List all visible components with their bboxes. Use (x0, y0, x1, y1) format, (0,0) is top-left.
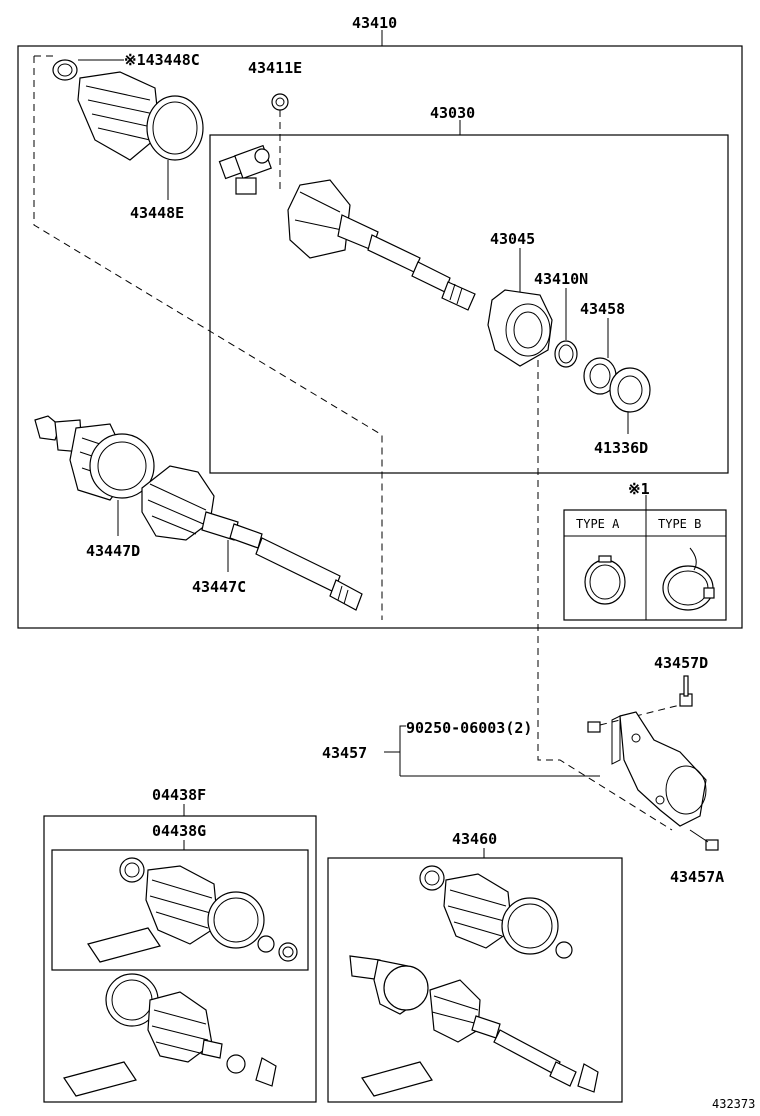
kit-f-boot-part (63, 973, 277, 1097)
kit-outer-frame (327, 857, 623, 1103)
dash-bracket (537, 360, 673, 831)
dash-bolt (599, 704, 681, 726)
inner-boot-part (77, 71, 161, 161)
kit-outer-boot-part (419, 865, 573, 959)
bearing-bracket-part (487, 289, 553, 367)
label-outer-clamp: 43447C (192, 578, 246, 596)
bracket-part (611, 711, 707, 827)
outer-clamp-big-part (89, 433, 155, 499)
kit-g-boot-part (87, 857, 298, 963)
label-type-b: TYPE B (658, 517, 701, 531)
label-kit-g: 04438G (152, 822, 206, 840)
bolt-spec-part (587, 721, 601, 733)
type-table (563, 509, 727, 621)
type-b-clamp-part (662, 547, 715, 611)
outer-boot-part (141, 465, 239, 541)
tripod-part (218, 144, 272, 195)
label-boot-clamp-big: 43448E (130, 204, 184, 222)
label-bearing-bracket: 43045 (490, 230, 535, 248)
label-bearing: 41336D (594, 439, 648, 457)
inboard-joint-part (287, 179, 476, 311)
bracket-bolt-part (679, 675, 693, 707)
label-bracket-bolt: 43457D (654, 654, 708, 672)
snap-ring-part (271, 93, 289, 111)
clamp-big-inner (152, 101, 198, 155)
bracket-nut-part (689, 829, 719, 851)
hole-snap-part (554, 340, 578, 368)
label-kit-f: 04438F (152, 786, 206, 804)
dash-guide-left (33, 56, 383, 620)
clamp-small-part (52, 59, 78, 81)
label-note-mark: ※1 (628, 480, 650, 498)
label-seal: 43458 (580, 300, 625, 318)
bearing-inner (617, 375, 643, 405)
label-inboard: 43030 (430, 104, 475, 122)
bracket-brace (399, 725, 406, 776)
hole-snap-inner (558, 344, 574, 364)
label-type-a: TYPE A (576, 517, 620, 531)
outer-clamp-big-inner (97, 441, 147, 491)
kit-f-frame (43, 815, 317, 1103)
clamp-small-inner (57, 63, 73, 77)
label-hole-snap: 43410N (534, 270, 588, 288)
outer-shaft-part (229, 523, 363, 611)
kit-outer-shaft-part (349, 955, 599, 1097)
label-assy: 43410 (352, 14, 397, 32)
seal-inner (589, 363, 611, 389)
snap-ring-inner (275, 97, 285, 107)
clamp-big-part (146, 95, 204, 161)
label-kit-outer: 43460 (452, 830, 497, 848)
assy-frame (17, 45, 743, 629)
inboard-frame (209, 134, 729, 474)
label-snap-ring: 43411E (248, 59, 302, 77)
label-figure-no: 432373 (712, 1097, 755, 1111)
type-a-clamp-part (584, 555, 626, 605)
label-bracket: 43457 (322, 744, 367, 762)
kit-g-frame (51, 849, 309, 971)
bearing-part (609, 367, 651, 413)
label-outer-boot: 43447D (86, 542, 140, 560)
label-bolt-spec: 90250-06003(2) (406, 719, 532, 737)
label-bracket-nut: 43457A (670, 868, 724, 886)
label-boot-in-clamp: ※143448C (124, 51, 200, 69)
